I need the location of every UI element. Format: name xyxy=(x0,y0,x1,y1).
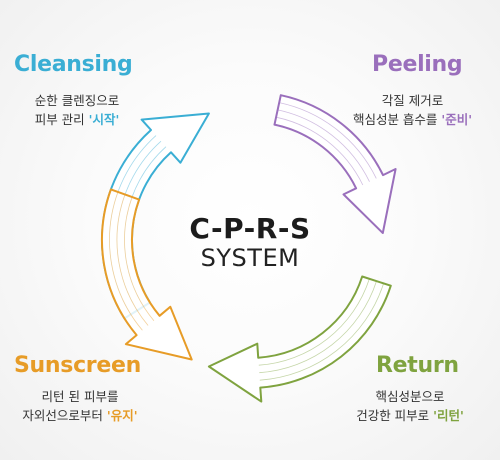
stage-desc-line: 건강한 피부로 '리턴' xyxy=(340,406,480,425)
peeling-arrow-texture xyxy=(276,116,364,186)
stage-title-peeling: Peeling xyxy=(372,52,463,77)
stage-title-return: Return xyxy=(376,353,459,378)
stage-highlight: '리턴' xyxy=(433,408,464,423)
stage-desc-cleansing: 순한 클렌징으로 피부 관리 '시작' xyxy=(30,91,124,129)
center-subtitle: SYSTEM xyxy=(200,244,300,272)
stage-desc-line: 각질 제거로 xyxy=(381,93,444,108)
return-arrow-texture xyxy=(259,283,384,381)
stage-title-sunscreen: Sunscreen xyxy=(14,353,141,378)
peeling-arrow-icon xyxy=(273,94,397,234)
center-title: C-P-R-S xyxy=(189,212,311,245)
sunscreen-arrow-texture xyxy=(109,191,143,331)
stage-desc-text: 피부 관리 xyxy=(34,112,89,127)
stage-desc-line: 피부 관리 '시작' xyxy=(30,110,124,129)
stage-desc-line: 핵심성분 흡수를 '준비' xyxy=(345,110,480,129)
return-arrow-texture xyxy=(259,280,377,374)
stage-highlight: '준비' xyxy=(441,112,473,127)
stage-desc-line: 순한 클렌징으로 xyxy=(34,93,120,108)
stage-highlight: '시작' xyxy=(88,112,120,127)
stage-desc-line: 자외선으로부터 '유지' xyxy=(10,406,150,425)
stage-title-cleansing: Cleansing xyxy=(14,52,133,77)
stage-highlight: '유지' xyxy=(106,408,138,423)
sunscreen-arrow-texture xyxy=(124,196,155,321)
stage-desc-text: 건강한 피부로 xyxy=(356,408,434,423)
stage-desc-sunscreen: 리턴 된 피부를 자외선으로부터 '유지' xyxy=(10,387,150,425)
stage-desc-text: 핵심성분 흡수를 xyxy=(352,112,442,127)
stage-desc-line: 리턴 된 피부를 xyxy=(41,389,119,404)
cycle-arrows xyxy=(101,94,397,403)
peeling-arrow-texture xyxy=(279,102,377,179)
sunscreen-arrow-icon xyxy=(101,188,193,361)
return-arrow-icon xyxy=(207,275,392,403)
sunscreen-arrow-texture xyxy=(116,194,149,326)
stage-desc-return: 핵심성분으로 건강한 피부로 '리턴' xyxy=(340,387,480,425)
stage-desc-line: 핵심성분으로 xyxy=(375,389,445,404)
peeling-arrow-texture xyxy=(277,109,370,182)
stage-desc-peeling: 각질 제거로 핵심성분 흡수를 '준비' xyxy=(345,91,480,129)
return-arrow-texture xyxy=(258,278,370,366)
stage-desc-text: 자외선으로부터 xyxy=(22,408,107,423)
